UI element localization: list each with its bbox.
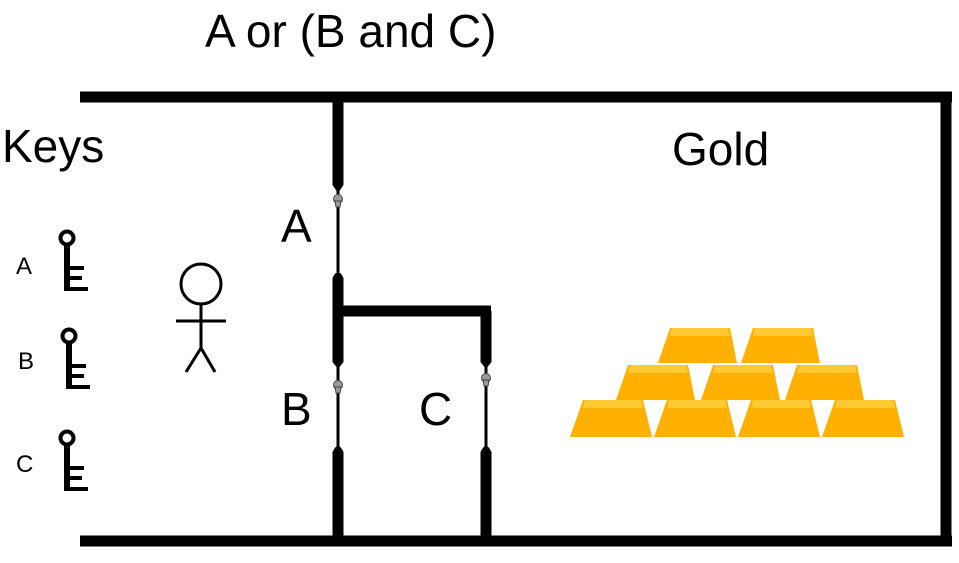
gold-bar-icon [785,365,864,400]
door-b[interactable] [333,366,343,448]
door-a-label: A [281,200,312,252]
gold-bar-icon [738,400,820,437]
gold-pile [570,328,904,437]
key-icon[interactable] [58,229,89,292]
door-c-label: C [419,383,453,435]
wall-end [480,446,492,452]
lock-icon [333,380,343,394]
gold-bar-icon [701,365,780,400]
gold-bar-icon [570,400,652,437]
gold-bar-icon [654,400,736,437]
wall-end [332,446,344,452]
wall-end [480,362,492,369]
wall-end [332,272,344,278]
lock-icon [481,373,491,387]
door-c[interactable] [481,366,491,448]
gold-bar-icon [616,365,695,400]
key-icon[interactable] [60,327,91,390]
key-label-b: B [18,348,35,375]
lock-icon [333,194,343,208]
door-a[interactable] [333,190,343,272]
door-b-label: B [281,383,312,435]
key-label-c: C [16,451,34,478]
inner-room-walls [338,305,492,541]
gold-bar-icon [658,328,737,363]
outer-walls [80,91,952,547]
divider-wall [332,97,344,541]
gold-heading: Gold [672,123,770,175]
gold-bar-icon [822,400,904,437]
wall-end [332,185,344,193]
keys-heading: Keys [2,120,105,172]
diagram-title: A or (B and C) [205,5,497,57]
gold-bar-icon [741,328,820,363]
wall-end [332,362,344,369]
key-icon[interactable] [58,429,89,492]
key-label-a: A [16,253,33,280]
person-icon [176,262,226,373]
